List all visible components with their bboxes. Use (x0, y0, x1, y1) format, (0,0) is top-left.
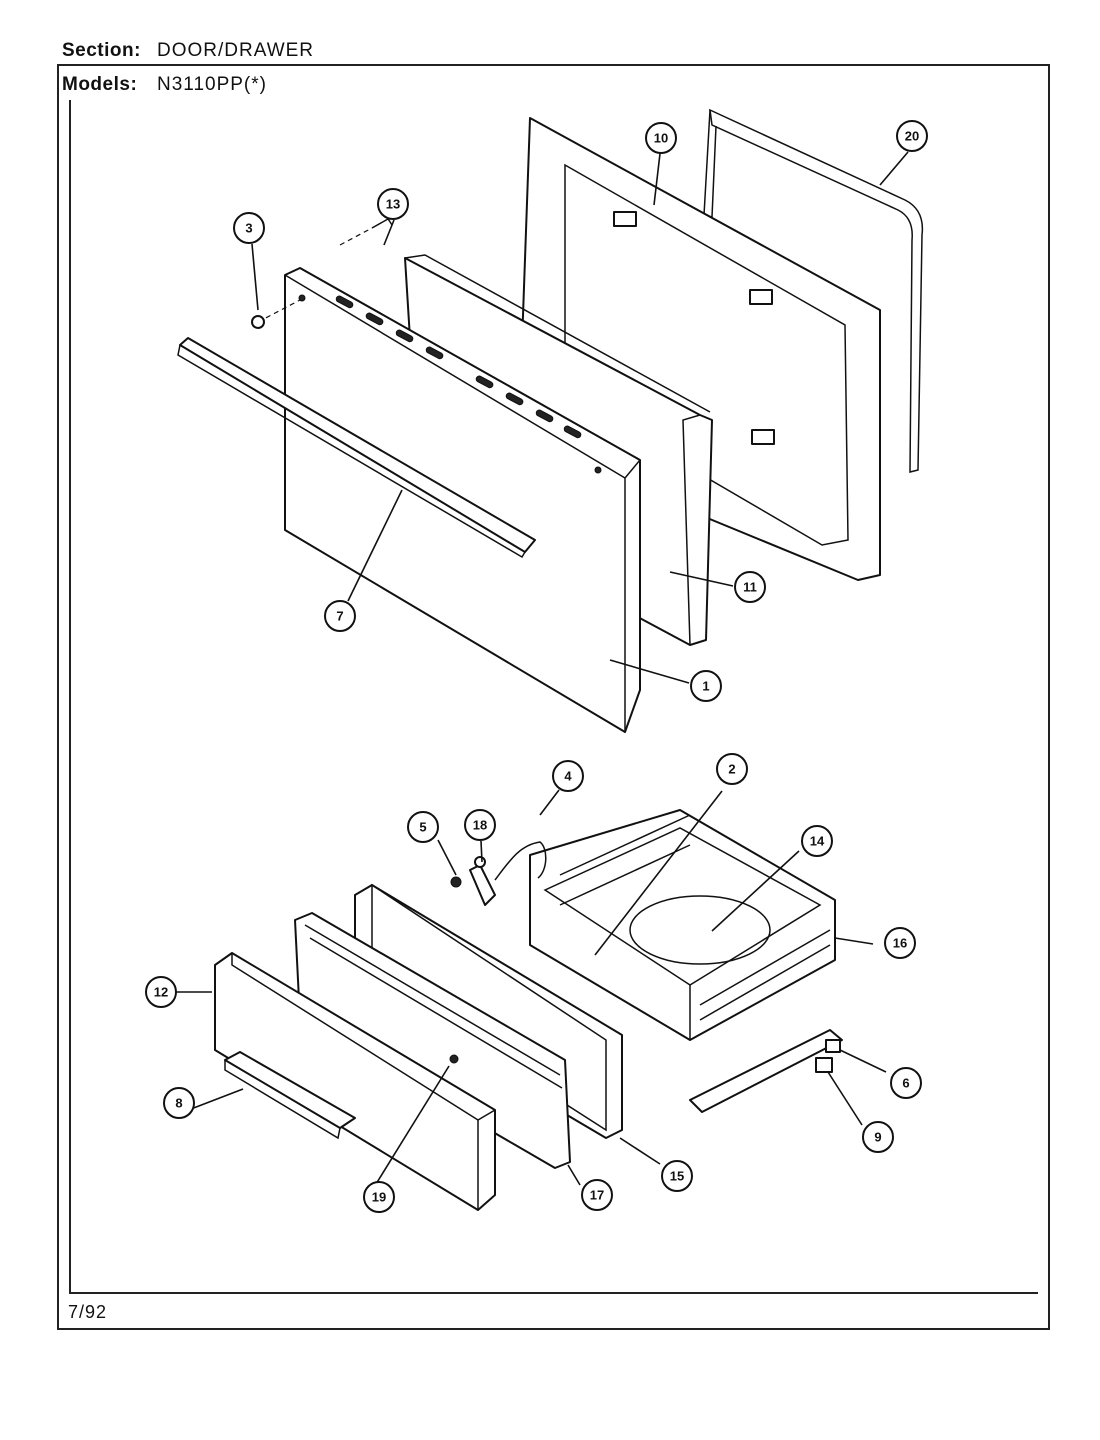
door-nut (251, 315, 265, 329)
callout-11-label: 11 (743, 580, 757, 595)
callout-2-label: 2 (728, 762, 735, 777)
diagram-inner-frame (69, 100, 1038, 1294)
callout-18: 18 (464, 809, 496, 841)
callout-8: 8 (163, 1087, 195, 1119)
callout-10: 10 (645, 122, 677, 154)
callout-15: 15 (661, 1160, 693, 1192)
callout-19: 19 (363, 1181, 395, 1213)
drawer-bracket (469, 864, 496, 906)
callout-11: 11 (734, 571, 766, 603)
callout-17-label: 17 (590, 1188, 604, 1203)
callout-4-label: 4 (564, 769, 572, 784)
callout-15-label: 15 (670, 1169, 684, 1184)
revision-date: 7/92 (68, 1302, 108, 1322)
callout-3-label: 3 (245, 221, 252, 236)
callout-20-label: 20 (905, 129, 919, 144)
callout-5: 5 (407, 811, 439, 843)
callout-3: 3 (233, 212, 265, 244)
callout-12: 12 (145, 976, 177, 1008)
callout-14-label: 14 (810, 834, 825, 849)
models-value: N3110PP(*) (157, 74, 267, 95)
section-header: Section: DOOR/DRAWER (62, 40, 314, 62)
callout-7-label: 7 (336, 609, 343, 624)
callout-9-label: 9 (874, 1130, 881, 1145)
liner-bracket-low (751, 429, 775, 445)
callout-18-label: 18 (473, 818, 487, 833)
door-handle (179, 337, 536, 553)
drawer-body (529, 809, 836, 1041)
models-header: Models: N3110PP(*) (62, 74, 273, 96)
callout-5-label: 5 (419, 820, 426, 835)
drawer-nut (450, 876, 462, 888)
callout-6: 6 (890, 1067, 922, 1099)
callout-7: 7 (324, 600, 356, 632)
models-label: Models: (62, 74, 138, 95)
callout-2: 2 (716, 753, 748, 785)
liner-bracket-top (613, 211, 637, 227)
callout-19-label: 19 (372, 1190, 386, 1205)
callout-6-label: 6 (902, 1076, 909, 1091)
diagram-frame (57, 64, 1050, 1330)
drawer-wire (494, 841, 547, 881)
callout-8-label: 8 (175, 1096, 182, 1111)
callout-12-label: 12 (154, 985, 168, 1000)
callout-9: 9 (862, 1121, 894, 1153)
callout-10-label: 10 (654, 131, 668, 146)
callout-13-label: 13 (386, 197, 400, 212)
liner-bracket-mid (749, 289, 773, 305)
callout-16-label: 16 (893, 936, 907, 951)
callout-17: 17 (581, 1179, 613, 1211)
callout-16: 16 (884, 927, 916, 959)
leader-lines (161, 144, 909, 1186)
drawer-handle (224, 1051, 356, 1129)
section-label: Section: (62, 40, 141, 61)
callout-1-label: 1 (702, 679, 709, 694)
drawer-screw (449, 1054, 459, 1064)
door-vent-slots (335, 295, 582, 439)
callout-4: 4 (552, 760, 584, 792)
callout-14: 14 (801, 825, 833, 857)
callout-1: 1 (690, 670, 722, 702)
drawer-roller (815, 1057, 833, 1073)
callout-20: 20 (896, 120, 928, 152)
drawer-slide-rail (689, 1029, 843, 1113)
door-gasket (709, 108, 924, 473)
callout-13: 13 (377, 188, 409, 220)
section-value: DOOR/DRAWER (157, 40, 315, 61)
rail-stop (825, 1039, 841, 1053)
